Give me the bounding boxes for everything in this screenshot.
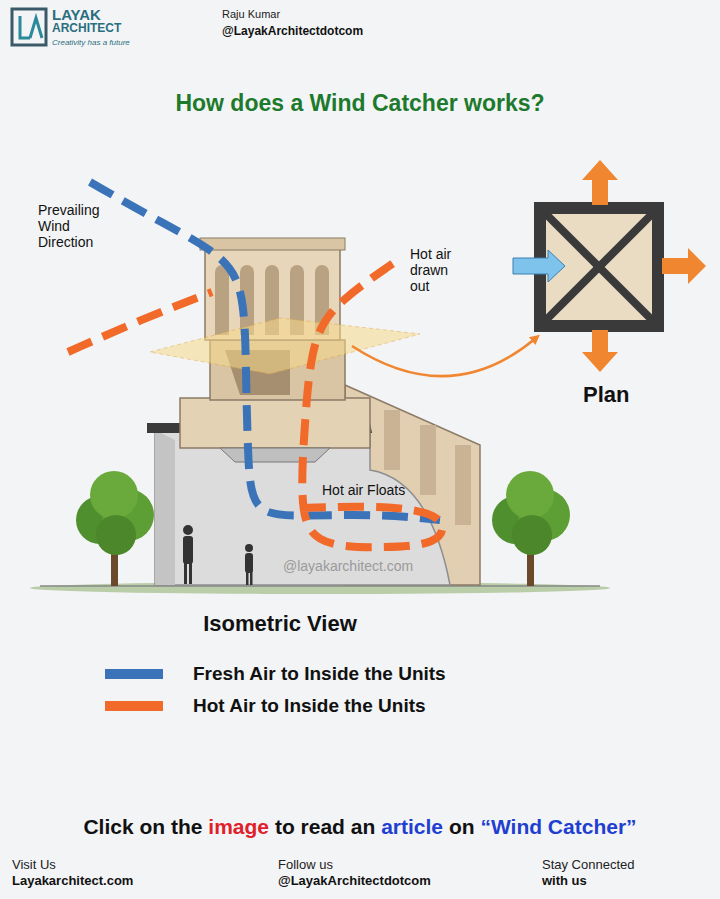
plan-view [513,250,565,282]
call-to-action-text: to read an [275,815,375,839]
legend-row: Fresh Air to Inside the Units [105,663,446,685]
logo-text: ARCHITECT [52,22,162,36]
building [220,448,330,462]
tree [512,515,552,555]
callout-label: Prevailing Wind Direction [38,202,110,250]
view-label: Isometric View [170,611,390,636]
footer-heading: Visit Us [12,858,132,873]
callout-label: Hot air drawn out [410,246,470,294]
footer-link: with us [542,874,692,889]
call-to-action-text: article [381,815,443,839]
footer-heading: Follow us [278,858,398,873]
legend-swatch [105,669,163,679]
person-silhouette [246,571,249,585]
tree [90,471,138,519]
call-to-action-text: image [208,815,269,839]
person-silhouette [183,536,193,564]
footer-link: Layakarchitect.com [12,874,182,889]
person-silhouette [189,562,192,584]
person-silhouette [245,553,253,573]
tree [492,471,570,586]
person-silhouette [183,525,193,535]
building [155,430,175,585]
logo-mark [20,16,42,38]
person-silhouette [245,544,253,552]
building [147,238,480,585]
call-to-action: Click on theimageto read anarticleon“Win… [0,815,720,839]
person-silhouette [183,525,253,585]
plan-view [513,160,706,372]
tree [506,471,554,519]
air-flows [68,182,442,547]
call-to-action-text: Click on the [83,815,202,839]
plan-view [582,160,618,205]
logo-text: LAYAK [52,6,152,23]
building [150,318,420,374]
building [384,410,400,470]
building [200,238,345,250]
hot-air-flow [300,262,442,547]
plan-view [582,330,618,372]
tree [76,471,154,586]
person-silhouette [250,571,253,585]
author-handle: @LayakArchitectdotcom [222,25,422,39]
legend-swatch [105,701,163,711]
logo-tagline: Creativity has a future [52,38,182,47]
view-label: Plan [583,382,653,407]
plan-view [662,248,706,284]
footer-link: @LayakArchitectdotcom [278,874,478,889]
legend-text: Fresh Air to Inside the Units [193,663,446,685]
legend-text: Hot Air to Inside the Units [193,695,426,717]
tree [96,515,136,555]
fresh-air-flow [90,182,440,520]
author-name: Raju Kumar [222,8,372,21]
building [420,425,436,495]
title: How does a Wind Catcher works? [0,90,720,116]
call-to-action-text: “Wind Catcher” [480,815,636,839]
building [180,398,370,448]
building [455,445,471,525]
footer-heading: Stay Connected [542,858,692,873]
leader-arrow [352,338,536,376]
logo-mark [12,9,46,45]
person-silhouette [184,562,187,584]
callout-label: Hot air Floats [322,482,432,498]
legend-row: Hot Air to Inside the Units [105,695,426,717]
logo-mark [12,9,46,45]
call-to-action-text: on [449,815,475,839]
hot-air-flow [68,292,212,352]
watermark: @layakarchitect.com [283,558,463,574]
